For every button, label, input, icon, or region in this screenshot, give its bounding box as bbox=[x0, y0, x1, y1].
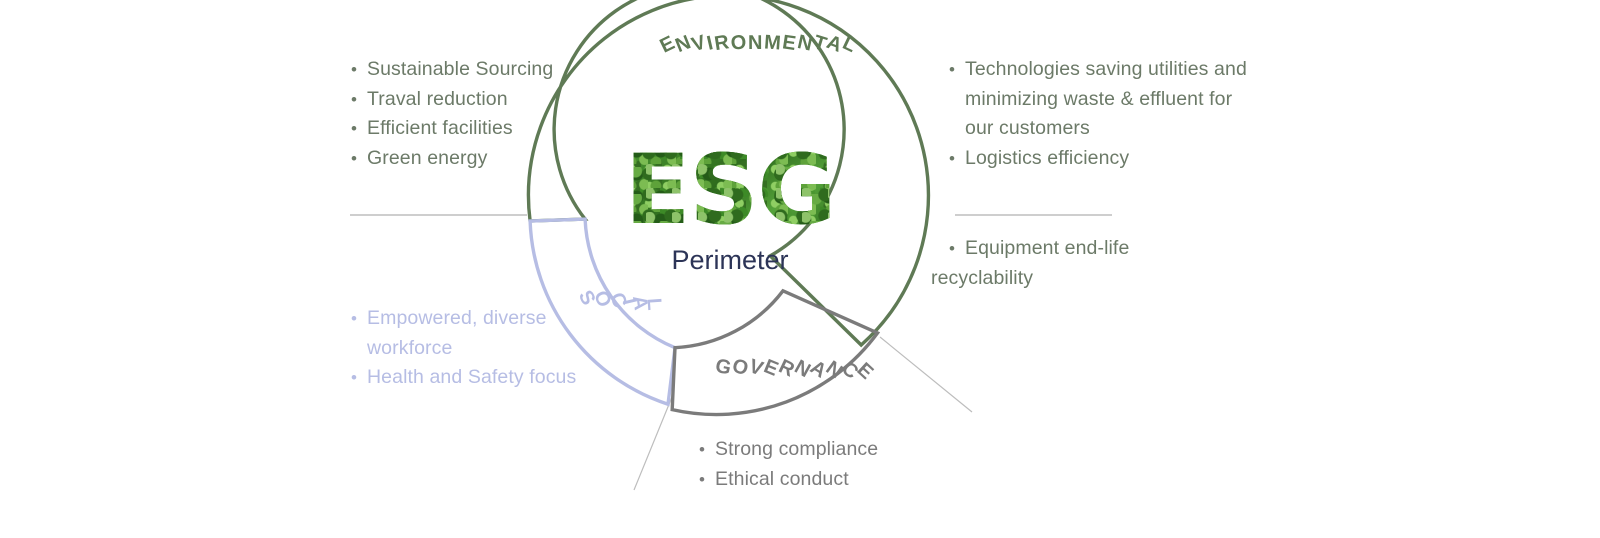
arc-label-letter: M bbox=[763, 31, 782, 55]
callout-social: Empowered, diverse workforceHealth and S… bbox=[350, 304, 580, 393]
arc-label-letter: R bbox=[712, 31, 731, 56]
social-bullet-item: Health and Safety focus bbox=[350, 363, 580, 393]
segment-label-environmental: ENVIRONMENTAL bbox=[657, 31, 861, 58]
governance-arc bbox=[670, 288, 881, 417]
leader-line-bottom-left bbox=[633, 396, 673, 491]
center-block: ESG Perimeter bbox=[620, 140, 840, 278]
esg-acronym: ESG bbox=[620, 140, 840, 240]
governance-bullet-item: Strong compliance bbox=[698, 435, 958, 465]
segment-label-governance: GOVERNANCE bbox=[712, 355, 877, 384]
environmental-arc bbox=[526, 0, 931, 348]
environmental-bullet-item: Sustainable Sourcing bbox=[350, 55, 580, 85]
esg-subtitle: Perimeter bbox=[671, 245, 789, 275]
environmental-bullet-item: Logistics efficiency bbox=[948, 144, 1248, 174]
environmental-bullet-wrap: recyclability bbox=[931, 266, 1034, 289]
environmental-bullet-item: Technologies saving utilities and minimi… bbox=[948, 55, 1248, 144]
environmental-bullet-item: Traval reduction bbox=[350, 85, 580, 115]
segment-label-social: SOCIAL bbox=[565, 278, 665, 312]
governance-bullet-item: Ethical conduct bbox=[698, 465, 958, 495]
arc-label-letter: O bbox=[729, 31, 748, 55]
environmental-bullet-item: Efficient facilities bbox=[350, 114, 580, 144]
environmental-bullet-item: Equipment end-life bbox=[948, 234, 1178, 264]
callout-environmental-right: Technologies saving utilities and minimi… bbox=[948, 55, 1248, 173]
arc-label-letter: N bbox=[747, 31, 763, 55]
social-arc bbox=[528, 217, 677, 407]
callout-governance: Strong complianceEthical conduct bbox=[698, 435, 958, 494]
environmental-bullet-item: Green energy bbox=[350, 144, 580, 174]
leader-line-bottom-right bbox=[879, 336, 973, 413]
arc-label-letter: L bbox=[642, 297, 666, 312]
callout-environmental-left: Sustainable SourcingTraval reductionEffi… bbox=[350, 55, 580, 173]
social-bullet-item: Empowered, diverse workforce bbox=[350, 304, 580, 363]
